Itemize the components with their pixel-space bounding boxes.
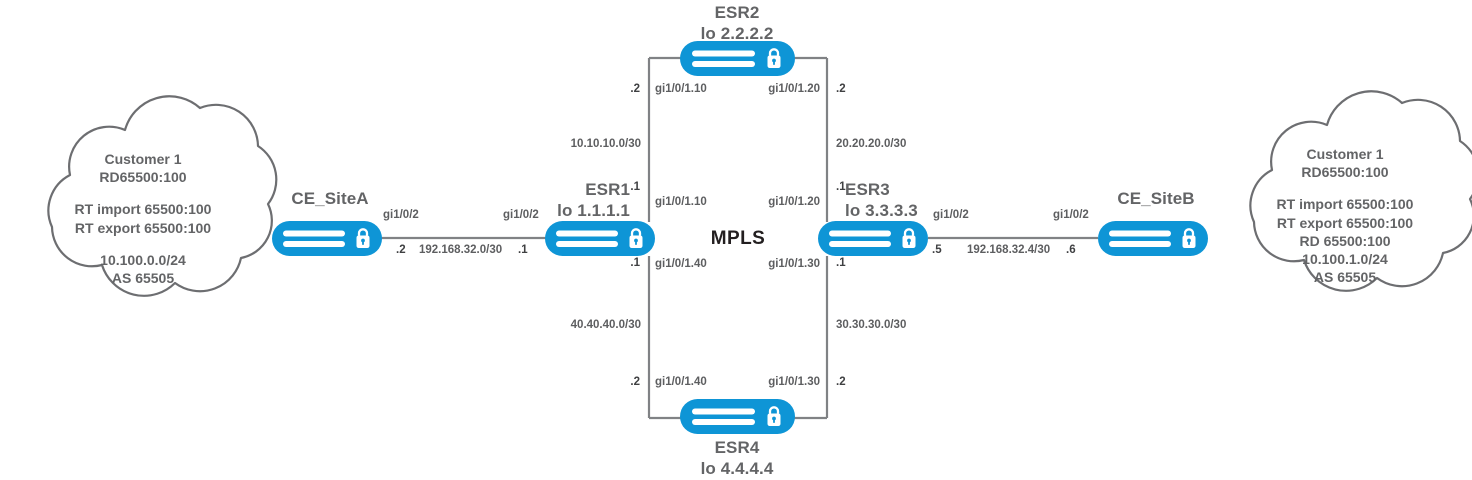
octet-esr4-to-esr3: .2	[836, 376, 846, 388]
iface-ce-sitea-gi1-0-2: gi1/0/2	[383, 209, 419, 221]
octet-esr1-to-esr2: .1	[630, 181, 640, 193]
router-switch-icon	[545, 221, 655, 256]
device-esr1[interactable]	[545, 221, 655, 256]
cloud-right-rt-import: RT import 65500:100	[1276, 196, 1414, 213]
subnet-esr4-esr3: 30.30.30.0/30	[836, 319, 907, 331]
iface-esr3-gi1-0-1-20: gi1/0/1.20	[768, 196, 820, 208]
lock-icon	[1182, 228, 1196, 248]
ce-sitea-name: CE_SiteA	[291, 189, 369, 208]
mpls-core-boundary	[647, 56, 829, 420]
subnet-esr1-esr2: 10.10.10.0/30	[570, 138, 641, 150]
router-switch-icon	[272, 221, 382, 256]
iface-esr4-gi1-0-1-40: gi1/0/1.40	[655, 376, 707, 388]
esr2-name: ESR2	[714, 3, 760, 22]
cloud-icon-left-customer	[47, 95, 278, 297]
router-switch-icon	[680, 41, 795, 76]
mpls-core-label: MPLS	[710, 228, 766, 249]
iface-ce-siteb-gi1-0-2: gi1/0/2	[1053, 209, 1089, 221]
iface-esr3-gi1-0-1-30: gi1/0/1.30	[768, 258, 820, 270]
cloud-left-prefix: 10.100.0.0/24	[100, 251, 186, 268]
device-esr3[interactable]	[818, 221, 928, 256]
label-esr1: ESR1 lo 1.1.1.1	[557, 179, 630, 222]
label-esr3: ESR3 lo 3.3.3.3	[845, 179, 918, 222]
esr1-name: ESR1	[585, 180, 630, 199]
subnet-esr1-esr4: 40.40.40.0/30	[570, 319, 641, 331]
iface-esr2-gi1-0-1-10: gi1/0/1.10	[655, 83, 707, 95]
device-esr4[interactable]	[680, 399, 795, 434]
iface-esr1-gi1-0-1-10: gi1/0/1.10	[655, 196, 707, 208]
esr4-name: ESR4	[714, 438, 760, 457]
subnet-esr2-esr3: 20.20.20.0/30	[836, 138, 907, 150]
cloud-right-prefix: 10.100.1.0/24	[1302, 250, 1388, 267]
octet-esr3-ce-link: .5	[932, 244, 942, 256]
cloud-right-rd2: RD 65500:100	[1299, 232, 1391, 249]
octet-esr1-to-esr4: .1	[630, 257, 640, 269]
esr1-loopback: lo 1.1.1.1	[557, 201, 630, 221]
cloud-left-rd: RD65500:100	[99, 169, 187, 186]
octet-ce-siteb-link: .6	[1066, 244, 1076, 256]
router-switch-icon	[680, 399, 795, 434]
cloud-right-text: Customer 1 RD65500:100 RT import 65500:1…	[1230, 145, 1460, 286]
cloud-right-name: Customer 1	[1306, 146, 1384, 162]
ce-siteb-name: CE_SiteB	[1117, 189, 1195, 208]
cloud-icon-right-customer	[1249, 90, 1472, 292]
cloud-right-rd: RD65500:100	[1301, 164, 1389, 181]
cloud-left-rt-export: RT export 65500:100	[74, 219, 212, 236]
octet-esr2-to-esr1: .2	[630, 83, 640, 95]
subnet-ce-a-esr1: 192.168.32.0/30	[419, 244, 503, 256]
device-ce-sitea[interactable]	[272, 221, 382, 256]
subnet-esr3-ce-b: 192.168.32.4/30	[967, 244, 1051, 256]
lock-icon	[767, 48, 781, 68]
device-ce-siteb[interactable]	[1098, 221, 1208, 256]
iface-esr4-gi1-0-1-30: gi1/0/1.30	[768, 376, 820, 388]
octet-esr1-ce-link: .1	[518, 244, 528, 256]
label-esr2: ESR2 lo 2.2.2.2	[637, 2, 837, 45]
label-ce-siteb: CE_SiteB	[1076, 188, 1236, 209]
iface-esr1-gi1-0-1-40: gi1/0/1.40	[655, 258, 707, 270]
iface-esr3-gi1-0-2: gi1/0/2	[933, 209, 969, 221]
label-esr4: ESR4 lo 4.4.4.4	[637, 437, 837, 480]
router-switch-icon	[1098, 221, 1208, 256]
octet-esr3-to-esr4: .1	[836, 257, 846, 269]
label-ce-sitea: CE_SiteA	[250, 188, 410, 209]
esr4-loopback: lo 4.4.4.4	[700, 459, 774, 479]
lock-icon	[629, 228, 643, 248]
lock-icon	[902, 228, 916, 248]
cloud-left-rt-import: RT import 65500:100	[74, 201, 212, 218]
cloud-right-asn: AS 65505	[1313, 269, 1377, 286]
octet-ce-sitea-link: .2	[396, 244, 406, 256]
lock-icon	[767, 406, 781, 426]
octet-esr2-to-esr3: .2	[836, 83, 846, 95]
iface-esr1-gi1-0-2: gi1/0/2	[503, 209, 539, 221]
esr3-name: ESR3	[845, 180, 890, 199]
cloud-right-rt-export: RT export 65500:100	[1276, 214, 1414, 231]
lock-icon	[356, 228, 370, 248]
octet-esr3-to-esr2: .1	[836, 181, 846, 193]
router-switch-icon	[818, 221, 928, 256]
cloud-left-name: Customer 1	[104, 151, 182, 167]
cloud-left-asn: AS 65505	[111, 269, 175, 286]
device-esr2[interactable]	[680, 41, 795, 76]
esr3-loopback: lo 3.3.3.3	[845, 201, 918, 221]
esr2-loopback: lo 2.2.2.2	[700, 24, 774, 44]
cloud-left-text: Customer 1 RD65500:100 RT import 65500:1…	[28, 150, 258, 287]
octet-esr4-to-esr1: .2	[630, 376, 640, 388]
iface-esr2-gi1-0-1-20: gi1/0/1.20	[768, 83, 820, 95]
